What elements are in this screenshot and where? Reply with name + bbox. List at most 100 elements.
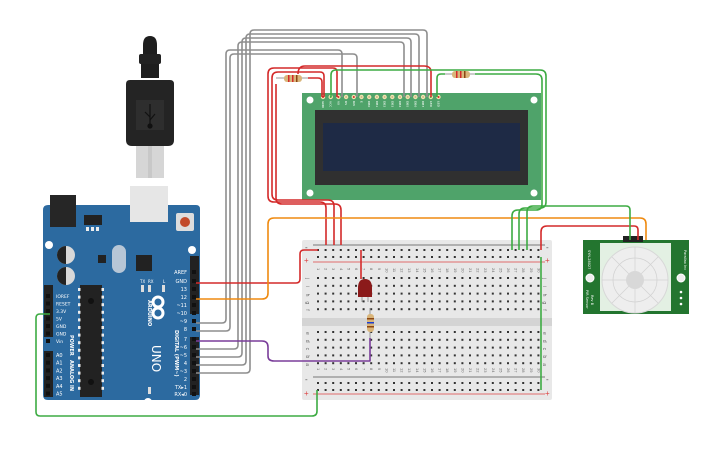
wire-pir-gnd[interactable]: [540, 225, 639, 250]
breadboard-hole[interactable]: [469, 354, 471, 357]
breadboard-hole[interactable]: [522, 338, 525, 341]
breadboard-hole[interactable]: [400, 284, 403, 287]
breadboard-hole[interactable]: [377, 277, 380, 279]
rail-hole[interactable]: [461, 256, 464, 258]
breadboard-hole[interactable]: [423, 308, 426, 311]
rail-hole[interactable]: [339, 256, 342, 258]
breadboard-hole[interactable]: [355, 300, 357, 303]
breadboard-hole[interactable]: [385, 346, 388, 349]
rail-hole[interactable]: [431, 249, 433, 251]
rail-hole[interactable]: [484, 382, 487, 384]
breadboard-hole[interactable]: [393, 277, 395, 279]
breadboard-hole[interactable]: [469, 338, 471, 341]
rail-hole[interactable]: [423, 382, 426, 384]
breadboard-hole[interactable]: [529, 354, 532, 357]
rail-hole[interactable]: [377, 382, 380, 384]
wire-lcd-vcc[interactable]: [330, 69, 547, 250]
breadboard-hole[interactable]: [514, 338, 517, 341]
breadboard-hole[interactable]: [355, 292, 357, 295]
breadboard-hole[interactable]: [537, 354, 540, 357]
breadboard-hole[interactable]: [476, 331, 479, 333]
breadboard-hole[interactable]: [499, 331, 502, 333]
rail-hole[interactable]: [408, 382, 411, 384]
rail-hole[interactable]: [453, 389, 456, 391]
rail-hole[interactable]: [461, 382, 464, 384]
breadboard-hole[interactable]: [377, 362, 380, 365]
breadboard-hole[interactable]: [324, 292, 327, 295]
breadboard-hole[interactable]: [507, 354, 509, 357]
breadboard-hole[interactable]: [446, 346, 449, 349]
analog-pin[interactable]: [46, 391, 50, 396]
rail-hole[interactable]: [499, 389, 502, 391]
rail-hole[interactable]: [377, 256, 380, 258]
breadboard-hole[interactable]: [446, 308, 449, 311]
breadboard-hole[interactable]: [339, 308, 342, 311]
rail-hole[interactable]: [317, 256, 319, 258]
breadboard-hole[interactable]: [393, 284, 395, 287]
breadboard-hole[interactable]: [408, 292, 411, 295]
breadboard-hole[interactable]: [514, 331, 517, 333]
rail-hole[interactable]: [370, 382, 373, 384]
wire-pin4-lcd-db6[interactable]: [196, 33, 420, 366]
breadboard-hole[interactable]: [438, 284, 441, 287]
breadboard-hole[interactable]: [431, 346, 433, 349]
breadboard-hole[interactable]: [324, 308, 327, 311]
breadboard-hole[interactable]: [529, 308, 532, 311]
breadboard-hole[interactable]: [415, 346, 418, 349]
arduino-uno-board[interactable]: TX RX L ARDUINO UNO DIGITAL (PWM~) POWER…: [43, 186, 200, 406]
rail-hole[interactable]: [438, 249, 441, 251]
digital-pin[interactable]: [192, 279, 196, 283]
breadboard-hole[interactable]: [393, 362, 395, 365]
breadboard-hole[interactable]: [362, 338, 365, 341]
breadboard-hole[interactable]: [469, 300, 471, 303]
breadboard-hole[interactable]: [461, 308, 464, 311]
breadboard-hole[interactable]: [423, 346, 426, 349]
breadboard-hole[interactable]: [339, 277, 342, 279]
pir-sensor[interactable]: SYN-28027 PIR Sensor Rev B Parallax Inc: [583, 236, 689, 314]
rail-hole[interactable]: [431, 382, 433, 384]
breadboard-hole[interactable]: [461, 277, 464, 279]
digital-pin[interactable]: [192, 337, 196, 341]
breadboard-hole[interactable]: [339, 292, 342, 295]
rail-hole[interactable]: [347, 256, 350, 258]
rail-hole[interactable]: [408, 249, 411, 251]
breadboard-hole[interactable]: [385, 331, 388, 333]
rail-hole[interactable]: [355, 256, 357, 258]
breadboard-hole[interactable]: [499, 284, 502, 287]
rail-hole[interactable]: [529, 256, 532, 258]
breadboard-hole[interactable]: [385, 354, 388, 357]
analog-pin[interactable]: [46, 368, 50, 373]
breadboard-hole[interactable]: [522, 300, 525, 303]
breadboard-hole[interactable]: [461, 331, 464, 333]
breadboard-hole[interactable]: [522, 362, 525, 365]
breadboard-hole[interactable]: [514, 292, 517, 295]
breadboard-hole[interactable]: [317, 308, 319, 311]
breadboard-hole[interactable]: [491, 300, 494, 303]
breadboard-hole[interactable]: [339, 284, 342, 287]
rail-hole[interactable]: [355, 389, 357, 391]
breadboard-hole[interactable]: [529, 338, 532, 341]
rail-hole[interactable]: [476, 256, 479, 258]
breadboard-hole[interactable]: [446, 331, 449, 333]
breadboard-hole[interactable]: [438, 338, 441, 341]
breadboard-hole[interactable]: [507, 277, 509, 279]
rail-hole[interactable]: [385, 382, 388, 384]
breadboard-hole[interactable]: [507, 331, 509, 333]
breadboard-hole[interactable]: [362, 331, 365, 333]
breadboard-hole[interactable]: [332, 331, 335, 333]
breadboard-hole[interactable]: [453, 277, 456, 279]
breadboard-hole[interactable]: [377, 292, 380, 295]
breadboard-hole[interactable]: [347, 308, 350, 311]
rail-hole[interactable]: [507, 256, 509, 258]
breadboard-hole[interactable]: [339, 300, 342, 303]
rail-hole[interactable]: [377, 249, 380, 251]
analog-pin[interactable]: [46, 353, 50, 357]
breadboard-hole[interactable]: [347, 277, 350, 279]
breadboard-hole[interactable]: [469, 277, 471, 279]
rail-hole[interactable]: [400, 249, 403, 251]
rail-hole[interactable]: [370, 389, 373, 391]
rail-hole[interactable]: [355, 249, 357, 251]
breadboard-hole[interactable]: [476, 300, 479, 303]
digital-pin[interactable]: [192, 369, 196, 373]
